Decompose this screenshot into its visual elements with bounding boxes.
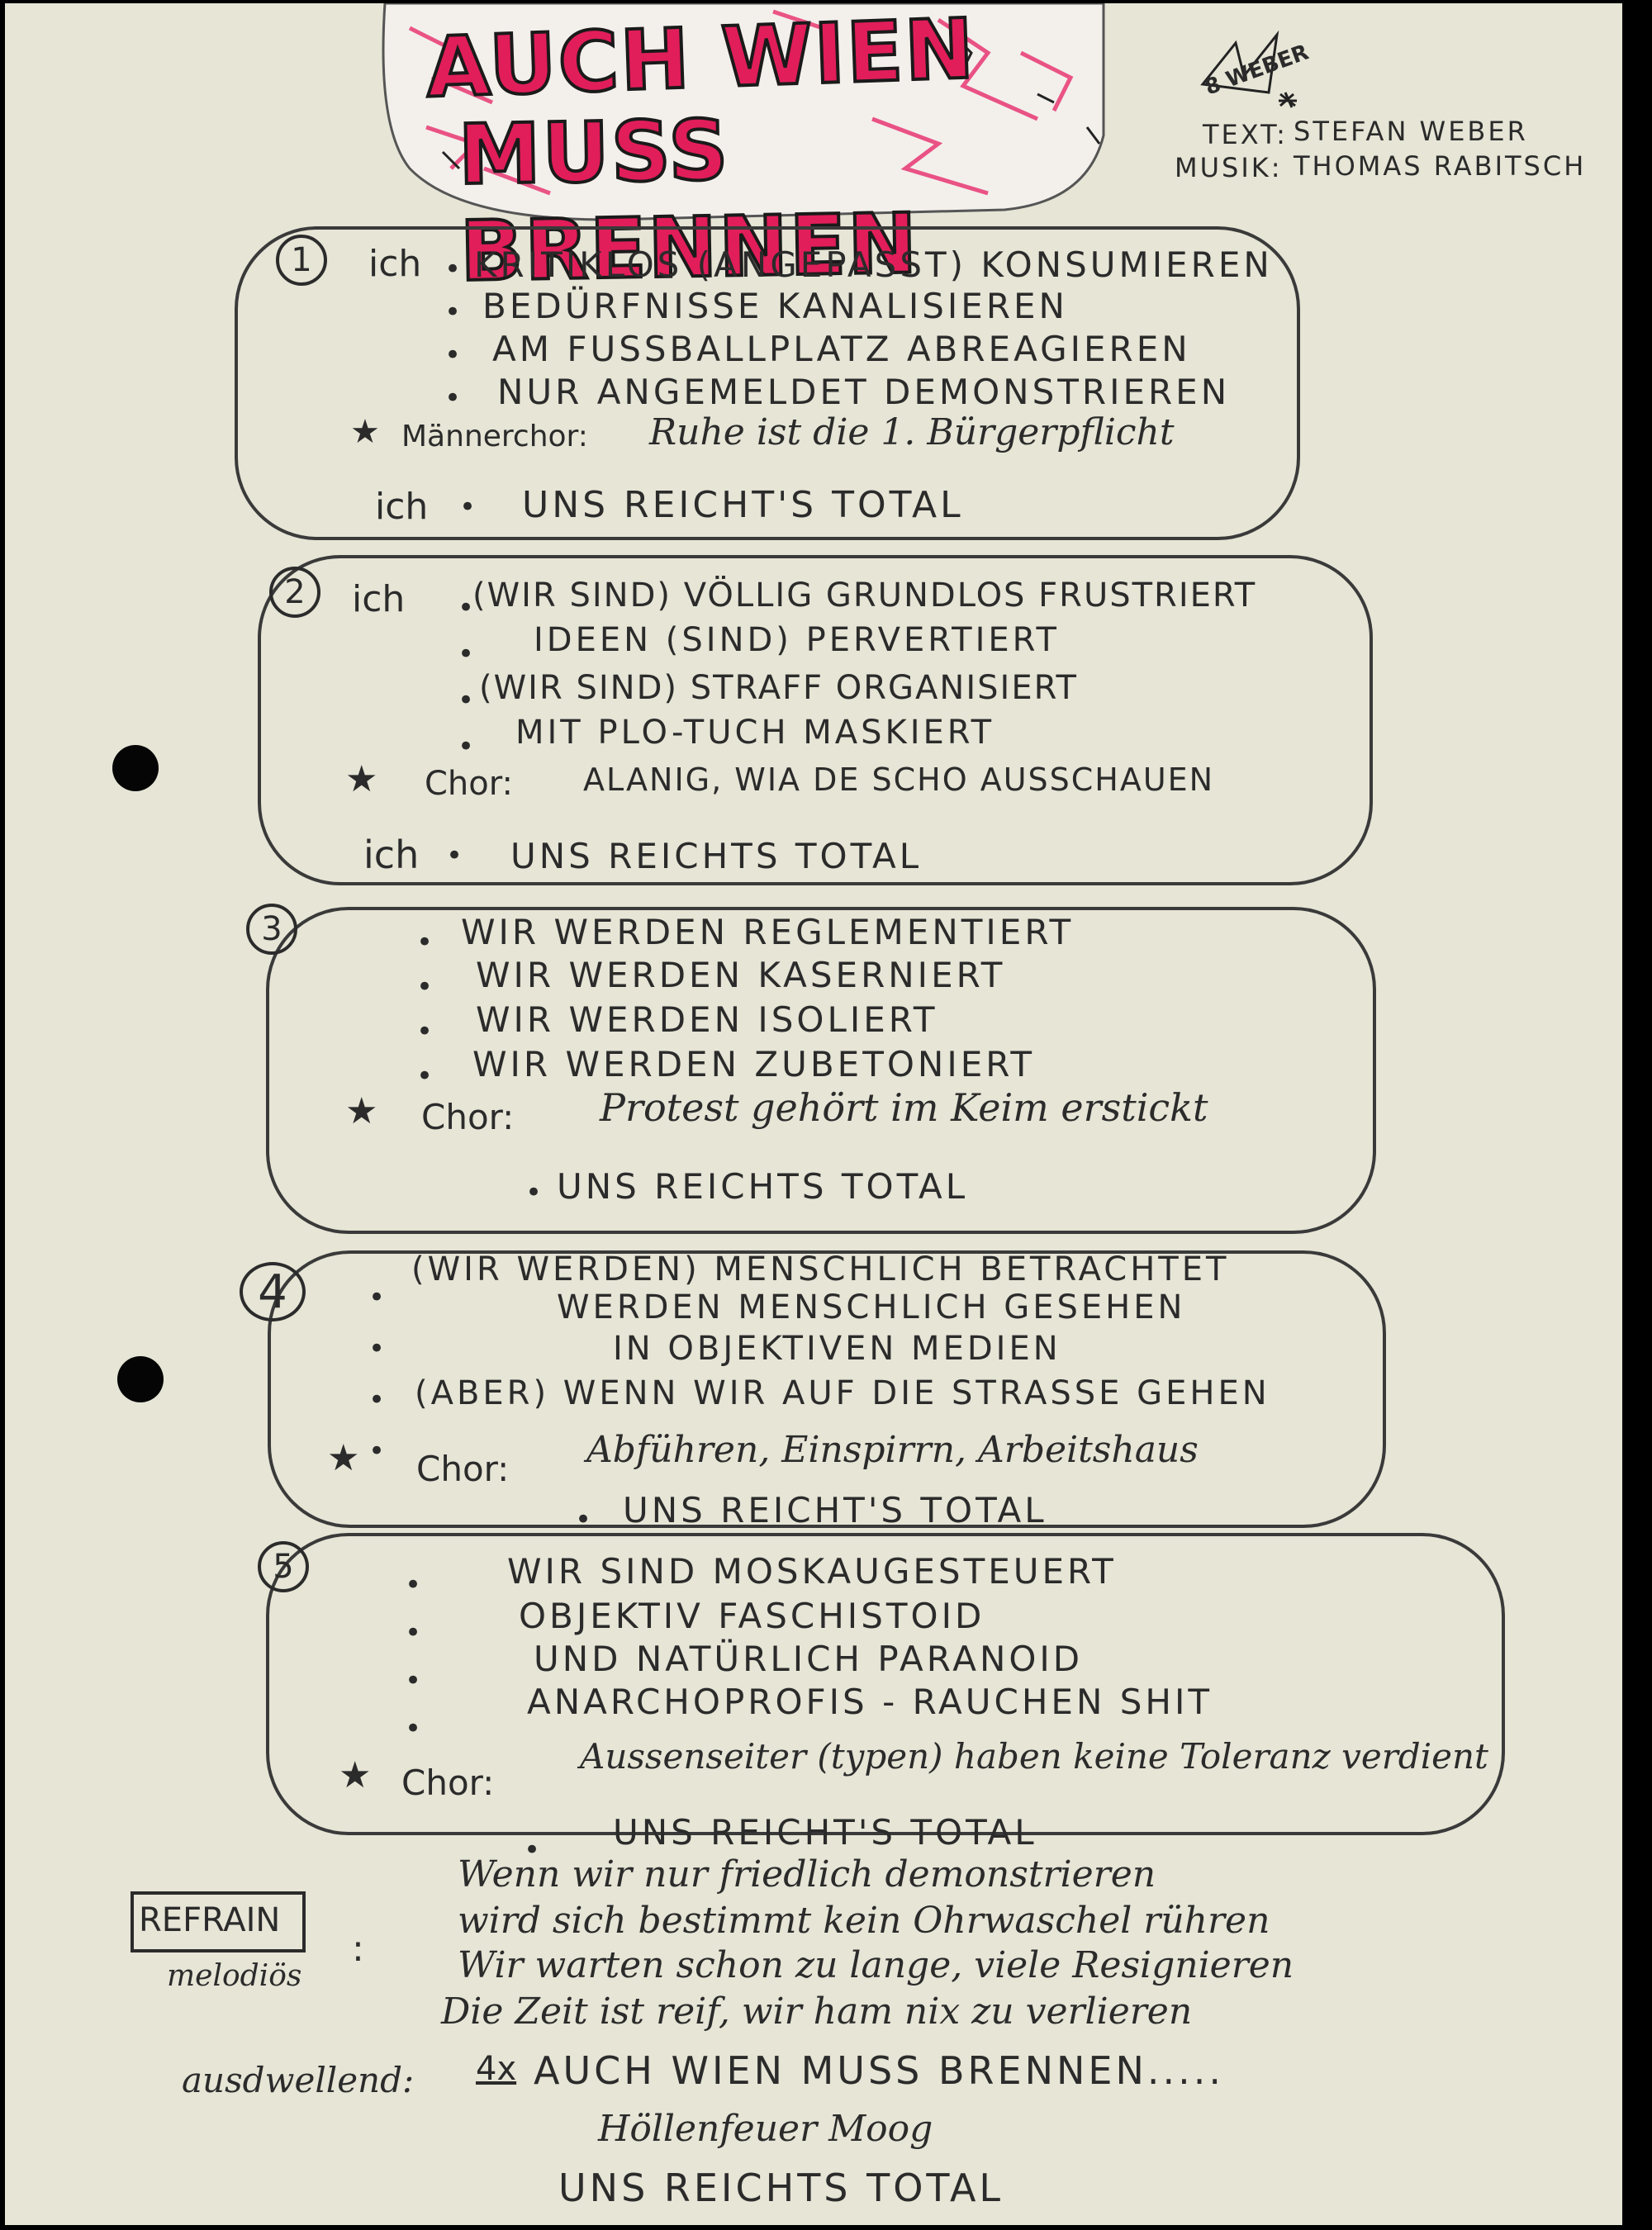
lyric-sheet: AUCH WIEN MUSS BRENNEN 8 WEBER TEXT: STE… [5, 3, 1622, 2225]
verse-3-star-icon: ★ [345, 1090, 378, 1132]
verse-2-line-1: (WIR SIND) VÖLLIG GRUNDLOS FRUSTRIERT [472, 576, 1257, 614]
verse-1-box [235, 226, 1300, 540]
title-clipping: AUCH WIEN MUSS BRENNEN [360, 3, 1128, 301]
verse-1-line-2: BEDÜRFNISSE KANALISIEREN [482, 286, 1068, 326]
verse-3-chorus-text: Protest gehört im Keim erstickt [600, 1085, 1208, 1130]
verse-2-line-4: MIT PLO-TUCH MASKIERT [515, 714, 995, 752]
verse-4-box [268, 1250, 1386, 1528]
star-icon [1200, 30, 1297, 108]
verse-4-closing: UNS REICHT'S TOTAL [623, 1490, 1047, 1530]
verse-2-line-3: (WIR SIND) STRAFF ORGANISIERT [479, 669, 1078, 707]
verse-1-line-1: KRITIKLOS (ANGEPASST) KONSUMIEREN [474, 244, 1273, 285]
verse-1-star-icon: ★ [350, 413, 380, 451]
verse-4-number: 4 [240, 1262, 306, 1321]
refrain-sublabel: melodiös [167, 1959, 302, 1993]
verse-1-closing-speaker: ich [375, 486, 429, 528]
verse-4-line-1: (WIR WERDEN) MENSCHLICH BETRACHTET [411, 1250, 1230, 1288]
verse-1-closing-bullet: • [459, 491, 477, 524]
verse-2-star-icon: ★ [345, 758, 378, 800]
verse-1-number: 1 [276, 235, 327, 286]
refrain-label: REFRAIN [139, 1901, 281, 1939]
verse-1-chorus-label: Männerchor: [401, 420, 588, 453]
outro-sub: Höllenfeuer Moog [598, 2108, 933, 2150]
verse-3-number: 3 [246, 904, 297, 955]
verse-3-line-4: WIR WERDEN ZUBETONIERT [472, 1044, 1036, 1084]
refrain-label-box [131, 1891, 306, 1952]
credits-music-author: THOMAS RABITSCH [1294, 150, 1587, 182]
verse-1-speaker: ich [368, 243, 422, 285]
outro-label: ausdwellend: [182, 2060, 415, 2100]
verse-2-speaker: ich [352, 578, 406, 620]
verse-2-closing-bullet: • [446, 839, 463, 872]
verse-5-chorus-label: Chor: [401, 1763, 495, 1803]
credits-text-label: TEXT: [1203, 119, 1288, 150]
verse-3-line-2: WIR WERDEN KASERNIERT [476, 955, 1006, 995]
verse-2-chorus-text: ALANIG, WIA DE SCHO AUSSCHAUEN [583, 762, 1215, 798]
verse-3-box [266, 907, 1376, 1234]
verse-4-line-2: WERDEN MENSCHLICH GESEHEN [557, 1288, 1186, 1326]
outro-line: AUCH WIEN MUSS BRENNEN..... [534, 2048, 1224, 2093]
verse-3-line-1: WIR WERDEN REGLEMENTIERT [461, 912, 1075, 952]
credits-music-label: MUSIK: [1175, 152, 1283, 183]
verse-5-star-icon: ★ [339, 1754, 372, 1796]
verse-5-line-4: ANARCHOPROFIS - RAUCHEN SHIT [527, 1682, 1213, 1722]
refrain-line-4: Die Zeit ist reif, wir ham nix zu verlie… [441, 1990, 1193, 2033]
punch-hole-top [112, 745, 159, 791]
verse-3-chorus-label: Chor: [421, 1097, 515, 1137]
verse-5-box [266, 1533, 1505, 1835]
verse-5-bullets: •••• [405, 1568, 422, 1745]
verse-4-chorus-text: Abführen, Einspirrn, Arbeitshaus [586, 1429, 1199, 1471]
verse-2-box [258, 555, 1373, 885]
refrain-line-1: Wenn wir nur friedlich demonstrieren [458, 1853, 1156, 1896]
punch-hole-bottom [117, 1356, 164, 1402]
verse-4-bullets: •••• [368, 1281, 386, 1468]
verse-4-star-icon: ★ [327, 1437, 360, 1479]
verse-4-chorus-label: Chor: [416, 1449, 510, 1489]
verse-5-line-3: UND NATÜRLICH PARANOID [534, 1639, 1084, 1679]
verse-1-closing: UNS REICHT'S TOTAL [522, 484, 964, 526]
refrain-line-2: wird sich bestimmt kein Ohrwaschel rühre… [458, 1900, 1270, 1942]
verse-3-closing: UNS REICHTS TOTAL [557, 1166, 969, 1207]
signature-weber: 8 WEBER [1186, 26, 1312, 117]
verse-2-number: 2 [269, 567, 320, 618]
verse-1-chorus-text: Ruhe ist die 1. Bürgerpflicht [649, 411, 1175, 453]
verse-5-closing-bullet: • [524, 1834, 541, 1867]
verse-1-line-4: NUR ANGEMELDET DEMONSTRIEREN [497, 372, 1231, 412]
verse-3-line-3: WIR WERDEN ISOLIERT [476, 999, 938, 1040]
verse-1-line-3: AM FUSSBALLPLATZ ABREAGIEREN [492, 329, 1191, 369]
verse-4-line-3: IN OBJEKTIVEN MEDIEN [613, 1330, 1061, 1368]
outro-count: 4x [476, 2050, 517, 2088]
verse-3-bullets: •••• [416, 926, 434, 1093]
refrain-colon: : [352, 1928, 364, 1970]
verse-1-bullets: •••• [444, 253, 462, 415]
verse-4-closing-bullet: • [575, 1503, 592, 1536]
credits-text-author: STEFAN WEBER [1294, 116, 1528, 147]
verse-5-closing: UNS REICHT'S TOTAL [613, 1812, 1037, 1853]
verse-2-closing: UNS REICHTS TOTAL [510, 836, 923, 876]
verse-2-closing-speaker: ich [363, 833, 420, 877]
outro-end: UNS REICHTS TOTAL [558, 2166, 1004, 2210]
verse-5-number: 5 [258, 1541, 309, 1592]
verse-2-chorus-label: Chor: [425, 765, 513, 803]
title-background [382, 3, 1105, 221]
verse-5-chorus-text: Aussenseiter (typen) haben keine Toleran… [580, 1736, 1488, 1777]
verse-4-line-4: (ABER) WENN WIR AUF DIE STRASSE GEHEN [415, 1374, 1270, 1412]
verse-5-line-1: WIR SIND MOSKAUGESTEUERT [507, 1551, 1117, 1592]
verse-5-line-2: OBJEKTIV FASCHISTOID [519, 1596, 985, 1636]
verse-2-bullets: •••• [458, 591, 475, 763]
verse-3-closing-bullet: • [525, 1176, 543, 1209]
refrain-line-3: Wir warten schon zu lange, viele Resigni… [458, 1944, 1294, 1986]
verse-2-line-2: IDEEN (SIND) PERVERTIERT [534, 621, 1060, 659]
